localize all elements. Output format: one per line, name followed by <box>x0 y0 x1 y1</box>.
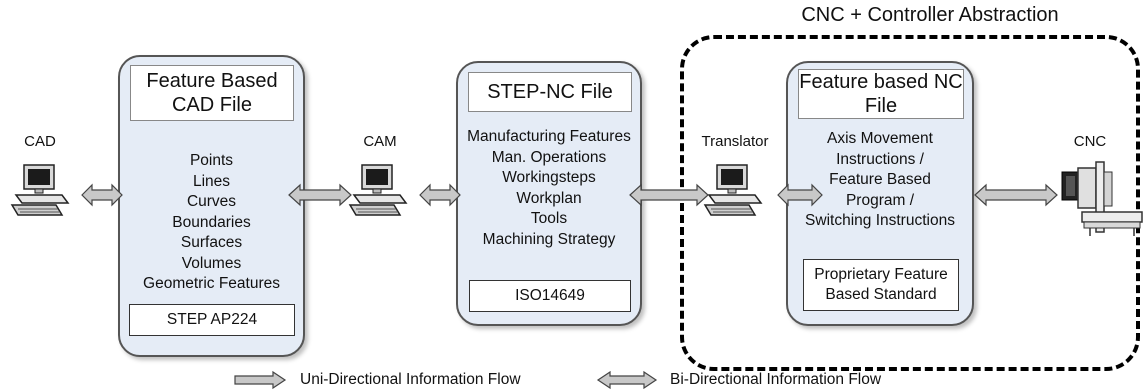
bi-directional-arrow-icon <box>777 183 823 207</box>
bi-directional-arrow-icon <box>596 370 658 390</box>
list-item: Lines <box>192 172 231 190</box>
nc-file-title: Feature based NC File <box>798 69 964 119</box>
region-title: CNC + Controller Abstraction <box>801 4 1059 26</box>
step-nc-file-title: STEP-NC File <box>468 72 632 112</box>
cad-file-box: Feature Based CAD File Points Lines Curv… <box>118 55 305 357</box>
step-nc-file-box: STEP-NC File Manufacturing Features Man.… <box>456 61 642 326</box>
list-item: Surfaces <box>180 234 243 251</box>
list-item: Man. Operations <box>491 148 607 166</box>
list-item: Tools <box>530 210 568 227</box>
list-item: Axis Movement <box>827 130 933 147</box>
translator-computer-icon <box>704 164 762 216</box>
list-item: Program / <box>845 191 915 209</box>
cad-file-items: Points Lines Curves Boundaries Surfaces … <box>120 151 303 295</box>
cam-computer-icon <box>349 164 407 216</box>
cad-file-standard: STEP AP224 <box>129 304 295 336</box>
list-item: Workingsteps <box>502 169 596 186</box>
legend-bi-label: Bi-Directional Information Flow <box>670 371 882 388</box>
list-item: Points <box>189 152 234 169</box>
list-item: Geometric Features <box>143 275 280 292</box>
bi-directional-arrow-icon <box>81 183 123 207</box>
list-item: Switching Instructions <box>805 212 955 229</box>
list-item: Workplan <box>516 189 582 207</box>
list-item: Feature Based <box>829 171 931 188</box>
cad-file-title: Feature Based CAD File <box>130 65 294 121</box>
bi-directional-arrow-icon <box>288 183 352 207</box>
list-item: Curves <box>186 193 237 210</box>
step-nc-file-items: Manufacturing Features Man. Operations W… <box>458 127 640 250</box>
cad-computer-icon <box>11 164 69 216</box>
list-item: Machining Strategy <box>482 230 616 248</box>
station-label-cad: CAD <box>24 133 56 150</box>
bi-directional-arrow-icon <box>974 183 1058 207</box>
station-label-cnc: CNC <box>1073 133 1107 150</box>
list-item: Volumes <box>181 254 242 272</box>
legend-uni-label: Uni-Directional Information Flow <box>300 371 521 388</box>
list-item: Manufacturing Features <box>467 128 631 145</box>
station-label-translator: Translator <box>701 133 769 150</box>
list-item: Boundaries <box>172 213 251 231</box>
list-item: Instructions / <box>836 150 924 168</box>
station-label-cam: CAM <box>363 133 397 150</box>
bi-directional-arrow-icon <box>419 183 461 207</box>
step-nc-file-standard: ISO14649 <box>469 280 631 312</box>
cnc-controller-abstraction-region <box>680 35 1140 371</box>
nc-file-items: Axis Movement Instructions / Feature Bas… <box>788 129 972 232</box>
uni-directional-arrow-icon <box>234 370 287 390</box>
bi-directional-arrow-icon <box>629 183 709 207</box>
cnc-machine-icon <box>1061 161 1143 236</box>
nc-file-standard: Proprietary Feature Based Standard <box>803 259 959 311</box>
